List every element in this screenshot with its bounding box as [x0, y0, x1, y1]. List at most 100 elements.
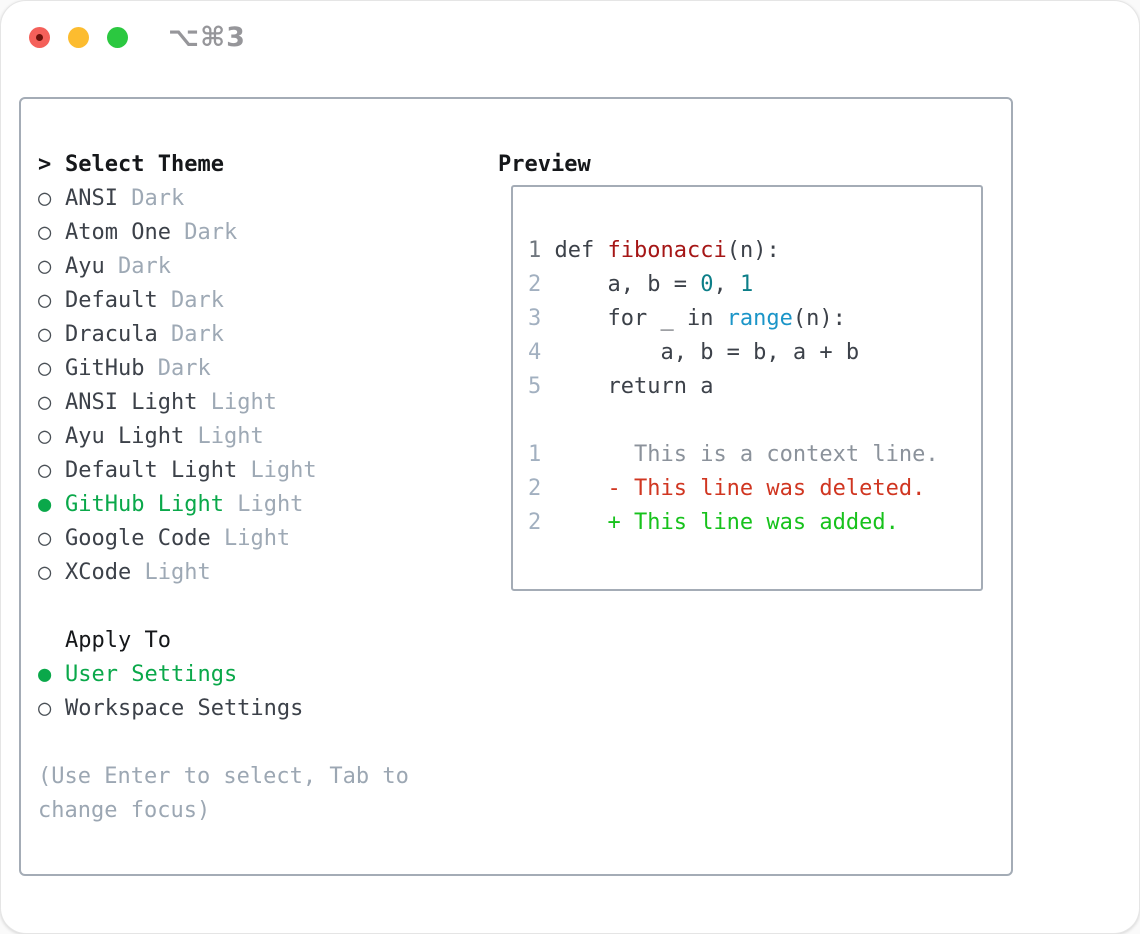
radio-unselected-icon: ○	[38, 322, 52, 347]
option-label: ANSI Light	[65, 390, 198, 415]
option-variant-label: Dark	[170, 288, 224, 313]
option-label: GitHub	[65, 356, 145, 381]
cursor-icon: >	[38, 152, 52, 177]
spacer	[38, 590, 480, 624]
theme-option[interactable]: ○ XCode Light	[38, 556, 480, 590]
code-line: 5 return a	[528, 370, 981, 404]
line-number: 4	[528, 340, 542, 365]
radio-unselected-icon: ○	[38, 696, 52, 721]
preview-header: Preview	[498, 152, 591, 177]
option-variant-label: Light	[197, 424, 264, 449]
code-line: 4 a, b = b, a + b	[528, 336, 981, 370]
code-segment: return a	[554, 374, 714, 399]
theme-option[interactable]: ○ Default Light Light	[38, 454, 480, 488]
radio-unselected-icon: ○	[38, 526, 52, 551]
close-button[interactable]	[29, 27, 50, 48]
code-segment: ,	[713, 272, 740, 297]
theme-option[interactable]: ○ Ayu Dark	[38, 250, 480, 284]
code-segment: - This line was deleted.	[554, 476, 926, 501]
theme-option[interactable]: ○Ayu Light Light	[38, 420, 480, 454]
option-label: Ayu Light	[65, 424, 185, 449]
spacer	[38, 726, 480, 760]
option-variant-label: Light	[144, 560, 211, 585]
theme-option[interactable]: ○ Default Dark	[38, 284, 480, 318]
code-segment: def	[554, 238, 608, 263]
radio-unselected-icon: ○	[38, 254, 52, 279]
code-line: 2 a, b = 0, 1	[528, 268, 981, 302]
theme-option[interactable]: ○ ANSI Dark	[38, 182, 480, 216]
option-variant-label: Light	[250, 458, 317, 483]
theme-option[interactable]: ○ Google Code Light	[38, 522, 480, 556]
radio-selected-icon: ●	[38, 492, 52, 517]
theme-selector-column: >Select Theme ○ANSI Dark○Atom One Dark○A…	[38, 148, 480, 828]
theme-option[interactable]: ○ Dracula Dark	[38, 318, 480, 352]
option-label: Workspace Settings	[65, 696, 304, 721]
code-segment: a, b = b, a + b	[554, 340, 860, 365]
minimize-button[interactable]	[68, 27, 89, 48]
line-number: 1	[528, 442, 542, 467]
zoom-button[interactable]	[107, 27, 128, 48]
code-segment: This is a context line.	[554, 442, 939, 467]
radio-unselected-icon: ○	[38, 458, 52, 483]
option-label: Google Code	[65, 526, 211, 551]
apply-to-header: Apply To	[38, 624, 480, 658]
line-number: 1	[528, 238, 542, 263]
radio-unselected-icon: ○	[38, 220, 52, 245]
option-variant-label: Light	[223, 526, 291, 551]
help-text: (Use Enter to select, Tab to change focu…	[38, 764, 409, 823]
option-label: User Settings	[65, 662, 238, 687]
code-line: 1 def fibonacci(n):	[528, 234, 981, 268]
line-number: 2	[528, 476, 542, 501]
option-label: Ayu	[65, 254, 105, 279]
option-variant-label: Light	[210, 390, 277, 415]
code-segment: 0	[700, 272, 714, 297]
line-number: 3	[528, 306, 542, 331]
option-label: Default	[65, 288, 158, 313]
option-variant-label: Dark	[157, 356, 211, 381]
window-title: ⌥⌘3	[168, 22, 246, 53]
code-segment: a, b =	[554, 272, 701, 297]
radio-unselected-icon: ○	[38, 288, 52, 313]
apply-to-option[interactable]: ○ Workspace Settings	[38, 692, 480, 726]
line-number: 2	[528, 272, 542, 297]
option-variant-label: Light	[237, 492, 304, 517]
line-number: 2	[528, 510, 542, 535]
theme-option[interactable]: ○ GitHub Dark	[38, 352, 480, 386]
option-variant-label: Dark	[184, 220, 238, 245]
code-segment: range	[726, 306, 793, 331]
code-line: 2 - This line was deleted.	[528, 472, 981, 506]
theme-option[interactable]: ● GitHub Light Light	[38, 488, 480, 522]
code-line: 3 for _ in range(n):	[528, 302, 981, 336]
code-segment: for _ in	[554, 306, 727, 331]
theme-picker-panel: >Select Theme ○ANSI Dark○Atom One Dark○A…	[19, 97, 1013, 876]
code-segment: (n):	[792, 306, 846, 331]
radio-unselected-icon: ○	[38, 560, 52, 585]
option-label: XCode	[65, 560, 132, 585]
radio-selected-icon: ●	[38, 662, 52, 687]
code-blank-line	[528, 404, 981, 438]
theme-option[interactable]: ○ Atom One Dark	[38, 216, 480, 250]
option-label: ANSI	[65, 186, 118, 211]
code-segment: 1	[739, 272, 754, 297]
code-line: 2 + This line was added.	[528, 506, 981, 540]
window-titlebar: ⌥⌘3	[0, 0, 1140, 76]
option-variant-label: Dark	[170, 322, 224, 347]
select-theme-header-label: Select Theme	[65, 152, 224, 177]
code-segment: (n):	[726, 238, 780, 263]
option-variant-label: Dark	[118, 254, 171, 279]
apply-to-option[interactable]: ● User Settings	[38, 658, 480, 692]
radio-unselected-icon: ○	[38, 390, 52, 415]
theme-option[interactable]: ○ ANSI Light Light	[38, 386, 480, 420]
option-label: Default Light	[65, 458, 238, 483]
option-variant-label: Dark	[131, 186, 185, 211]
apply-to-list: ● User Settings ○ Workspace Settings	[38, 658, 480, 726]
preview-column: Preview 1 def fibonacci(n):2 a, b = 0, 1…	[480, 148, 983, 591]
code-segment: + This line was added.	[554, 510, 899, 535]
option-label: Atom One	[65, 220, 171, 245]
option-label: GitHub Light	[65, 492, 224, 517]
radio-unselected-icon: ○	[38, 186, 52, 211]
option-label: Dracula	[65, 322, 158, 347]
radio-unselected-icon: ○	[38, 356, 52, 381]
line-number: 5	[528, 374, 542, 399]
